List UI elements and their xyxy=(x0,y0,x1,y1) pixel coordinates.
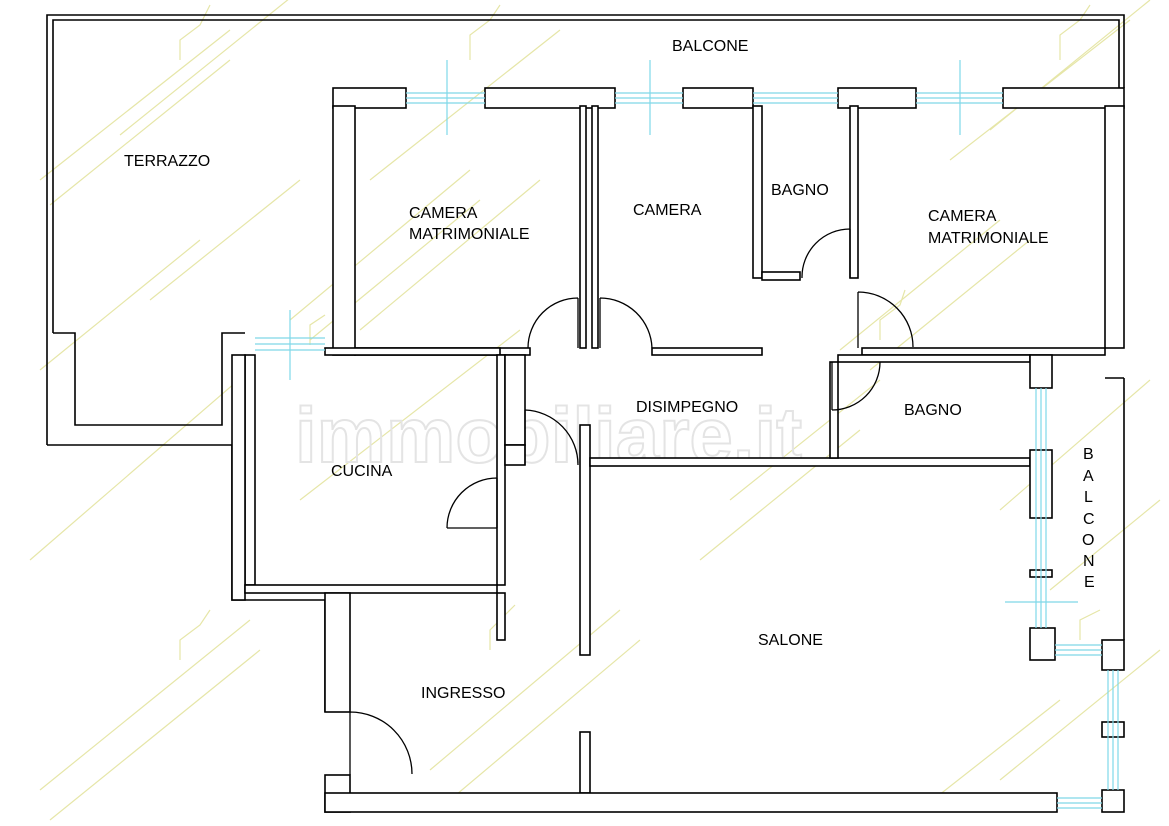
label-disimpegno: DISIMPEGNO xyxy=(636,399,738,416)
room-labels: BALCONE TERRAZZO CAMERA MATRIMONIALE CAM… xyxy=(124,38,1095,702)
doors xyxy=(349,228,914,775)
svg-text:B: B xyxy=(1083,446,1094,463)
door-camera-matrimoniale xyxy=(527,297,579,349)
svg-text:A: A xyxy=(1083,468,1094,485)
svg-text:C: C xyxy=(1083,511,1095,528)
label-camera: CAMERA xyxy=(633,202,702,219)
door-bagno-2 xyxy=(831,361,881,411)
label-camera-matrimoniale-2-line1: CAMERA xyxy=(928,208,997,225)
door-bagno-1 xyxy=(801,228,851,279)
windows xyxy=(255,60,1119,809)
door-camera xyxy=(599,297,653,349)
door-disimpegno xyxy=(524,409,579,466)
label-camera-matrimoniale-1-line2: MATRIMONIALE xyxy=(409,226,530,243)
label-balcone: BALCONE xyxy=(672,38,748,55)
svg-text:N: N xyxy=(1083,553,1095,570)
door-camera-matrimoniale-2 xyxy=(857,291,914,348)
svg-text:E: E xyxy=(1084,574,1095,591)
label-terrazzo: TERRAZZO xyxy=(124,153,210,170)
label-cucina: CUCINA xyxy=(331,463,393,480)
label-ingresso: INGRESSO xyxy=(421,685,505,702)
label-camera-matrimoniale-2-line2: MATRIMONIALE xyxy=(928,230,1049,247)
label-bagno-2: BAGNO xyxy=(904,402,962,419)
label-bagno-1: BAGNO xyxy=(771,182,829,199)
label-balcone-vertical: B A L C O N E xyxy=(1082,446,1095,591)
svg-text:O: O xyxy=(1082,532,1094,549)
label-camera-matrimoniale-1-line1: CAMERA xyxy=(409,205,478,222)
door-ingresso xyxy=(349,711,413,775)
svg-text:L: L xyxy=(1084,489,1093,506)
door-cucina xyxy=(446,477,498,529)
label-salone: SALONE xyxy=(758,632,823,649)
